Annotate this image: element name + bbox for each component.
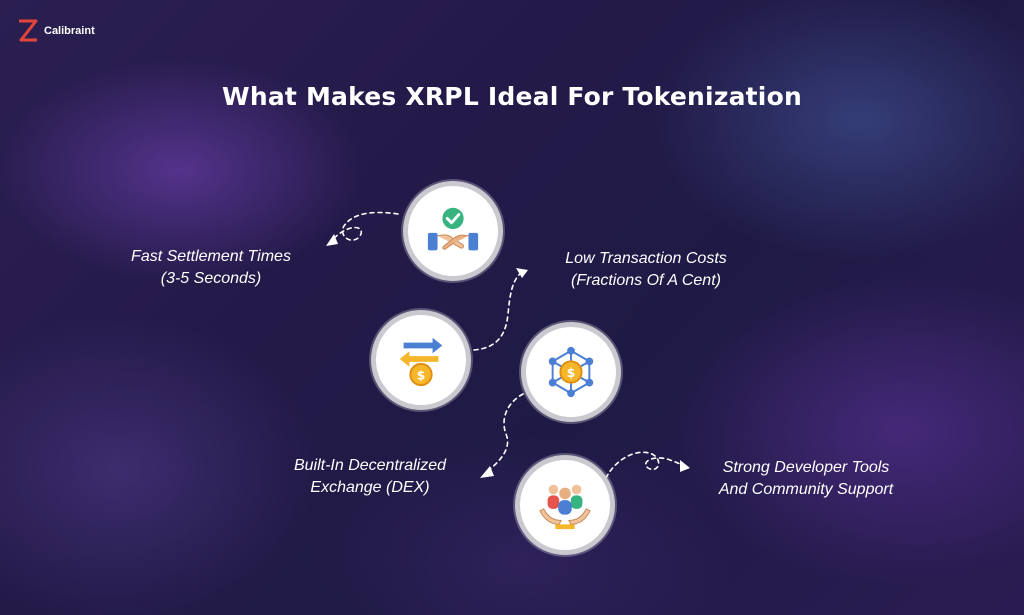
- feature-label-line: (3-5 Seconds): [160, 270, 262, 287]
- feature-circle-settlement: [403, 181, 503, 281]
- community-hands-icon: [539, 484, 591, 530]
- brand-logo: Calibraint: [16, 18, 95, 44]
- calibraint-z-logo-icon: [19, 19, 38, 42]
- feature-label-settlement: Fast Settlement Times (3-5 Seconds): [96, 246, 326, 290]
- brand-name: Calibraint: [44, 25, 95, 37]
- feature-label-line: Strong Developer Tools: [722, 459, 890, 476]
- connector-low-cost: [473, 271, 523, 351]
- feature-label-line: Low Transaction Costs: [565, 250, 727, 267]
- handshake-check-icon: [427, 207, 479, 251]
- feature-label-costs: Low Transaction Costs (Fractions Of A Ce…: [526, 248, 766, 292]
- connector-fast-settlement: [331, 211, 399, 241]
- connector-developer: [605, 451, 685, 479]
- connector-dex: [485, 393, 524, 473]
- feature-label-community: Strong Developer Tools And Community Sup…: [686, 457, 926, 501]
- feature-circle-community: [515, 455, 615, 555]
- coin-network-icon: $: [548, 346, 594, 398]
- svg-text:$: $: [567, 365, 576, 380]
- coin-transfer-arrows-icon: $: [399, 337, 443, 387]
- feature-label-line: (Fractions Of A Cent): [571, 272, 721, 289]
- feature-circle-costs: $: [371, 310, 471, 410]
- feature-label-line: Fast Settlement Times: [131, 248, 291, 265]
- feature-circle-dex: $: [521, 322, 621, 422]
- page-title: What Makes XRPL Ideal For Tokenization: [222, 82, 802, 111]
- feature-label-line: Built-In Decentralized: [293, 457, 447, 474]
- feature-label-dex: Built-In Decentralized Exchange (DEX): [250, 455, 490, 499]
- feature-label-line: Exchange (DEX): [310, 479, 430, 496]
- arrowhead-fast-settlement: [326, 234, 338, 246]
- svg-text:$: $: [417, 367, 426, 382]
- feature-label-line: And Community Support: [718, 481, 894, 498]
